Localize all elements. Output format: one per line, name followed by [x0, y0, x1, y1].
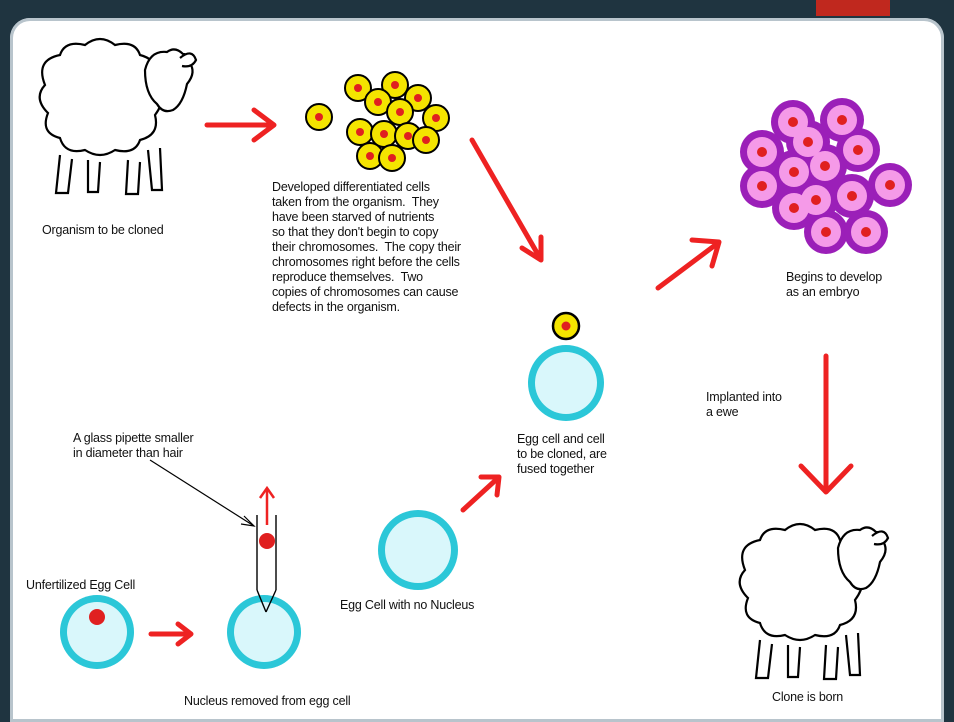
arrow-sheep-to-cells [207, 110, 274, 140]
label-unfertilized: Unfertilized Egg Cell [26, 578, 135, 593]
glass-pipette-icon [150, 460, 276, 612]
arrow-cells-to-fusion [472, 140, 541, 260]
embryo-cluster-icon [740, 98, 912, 254]
arrow-fusion-to-embryo [658, 240, 719, 288]
sheep-clone-icon [740, 524, 888, 679]
fused-egg-cell-icon [528, 313, 604, 421]
empty-egg-icon [378, 510, 458, 590]
label-clone-born: Clone is born [772, 690, 843, 705]
label-organism: Organism to be cloned [42, 223, 164, 238]
differentiated-cells-icon [306, 72, 449, 171]
label-developed-cells: Developed differentiated cells taken fro… [272, 180, 461, 315]
label-implanted: Implanted into a ewe [706, 390, 782, 420]
label-pipette: A glass pipette smaller in diameter than… [73, 431, 193, 461]
unfertilized-egg-icon [60, 595, 134, 669]
cloning-diagram [10, 18, 944, 722]
arrow-unfertilized-to-pipette [151, 624, 191, 644]
label-embryo: Begins to develop as an embryo [786, 270, 882, 300]
label-nucleus-removed: Nucleus removed from egg cell [184, 694, 351, 709]
label-fused: Egg cell and cell to be cloned, are fuse… [517, 432, 607, 477]
red-tab-marker [816, 0, 890, 16]
arrow-empty-to-fusion [463, 477, 499, 510]
label-no-nucleus: Egg Cell with no Nucleus [340, 598, 474, 613]
diagram-panel: Organism to be cloned Developed differen… [10, 18, 944, 722]
sheep-original-icon [40, 39, 196, 194]
arrow-embryo-to-clone [801, 356, 851, 492]
